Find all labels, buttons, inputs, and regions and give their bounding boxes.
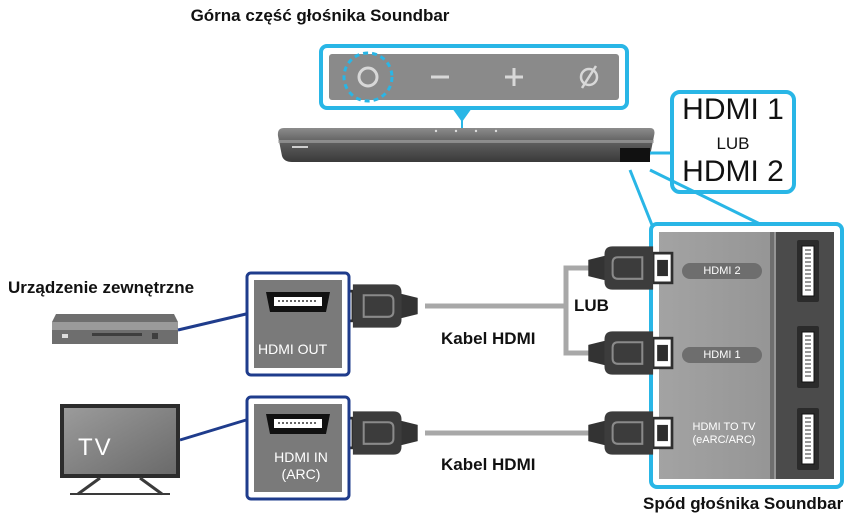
source-icon (579, 65, 599, 89)
port-hdmi1-label: HDMI 1 (682, 347, 762, 363)
port-tv-line2: (eARC/ARC) (692, 434, 756, 446)
hdmi-in-box (245, 395, 351, 501)
soundbar-device (277, 128, 655, 162)
hdmi-cables (425, 265, 600, 436)
hdmi-plug-port-tv (586, 410, 674, 456)
external-device-label: Urządzenie zewnętrzne (8, 278, 195, 297)
port-callout-box (670, 90, 796, 194)
hdmi-out-label: HDMI OUT (258, 341, 328, 357)
plus-icon (505, 68, 523, 86)
soundbar-top-panel (319, 44, 629, 128)
soundbar-top-title: Górna część głośnika Soundbar (190, 6, 450, 25)
hdmi-in-line1: HDMI IN (274, 449, 328, 465)
hdmi-plug-port2 (586, 245, 674, 291)
soundbar-bottom-title: Spód głośnika Soundbar (643, 494, 844, 513)
tv-screen-label: TV (78, 434, 113, 461)
hdmi-in-line2: (ARC) (281, 466, 321, 482)
minus-icon (431, 75, 449, 79)
callout-hdmi1: HDMI 1 (682, 93, 784, 126)
hdmi-cable-label-2: Kabel HDMI (441, 455, 536, 474)
or-label: LUB (574, 296, 609, 315)
callout-or: LUB (716, 134, 750, 153)
hdmi-in-label: HDMI IN (ARC) (258, 449, 344, 483)
port-tv-label: HDMI TO TV (eARC/ARC) (684, 421, 764, 447)
power-icon (357, 66, 379, 88)
tv-device (60, 404, 247, 496)
hdmi-plug-port1 (586, 330, 674, 376)
hdmi-cable-label-1: Kabel HDMI (441, 329, 536, 348)
hdmi-out-box (245, 271, 351, 377)
callout-hdmi2: HDMI 2 (682, 155, 784, 188)
port-hdmi2-label: HDMI 2 (682, 263, 762, 279)
port-tv-line1: HDMI TO TV (692, 421, 756, 433)
external-device (52, 312, 247, 344)
